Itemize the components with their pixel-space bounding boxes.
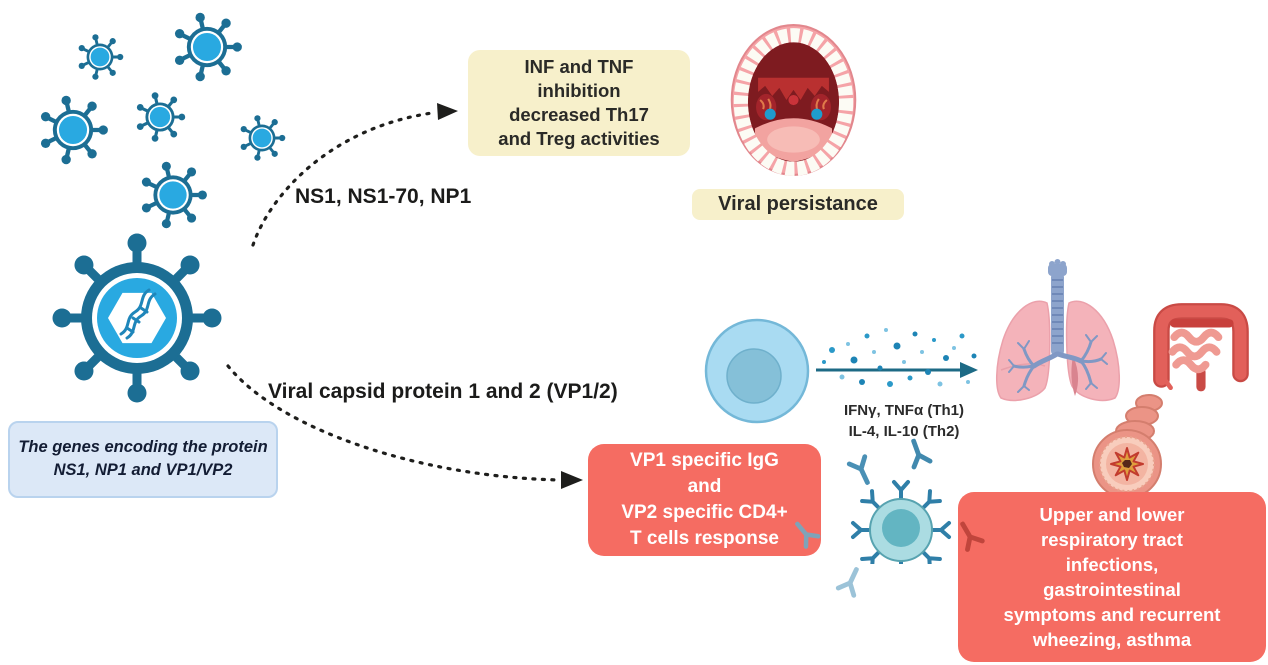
vp-pathway-arrow (226, 364, 562, 482)
lungs-icon (996, 259, 1120, 402)
dna-icon (119, 288, 157, 340)
arrowhead-icon (561, 471, 583, 489)
uvula (788, 94, 799, 106)
soft-palate (758, 77, 829, 100)
arrowhead-icon (437, 103, 458, 120)
tonsil (756, 93, 777, 121)
b-cell-icon (851, 480, 951, 564)
vp-response-box: VP1 specific IgG and VP2 specific CD4+ T… (588, 444, 821, 556)
bronchiole-icon (1092, 394, 1163, 499)
inf-tnf-box: INF and TNF inhibition decreased Th17 an… (468, 50, 690, 156)
teeth-ring (733, 28, 854, 176)
vp-pathway-label: Viral capsid protein 1 and 2 (VP1/2) (268, 380, 618, 403)
viral-persistence-label: Viral persistance (692, 189, 904, 220)
cytokines-label: IFNγ, TNFα (Th1) IL-4, IL-10 (Th2) (843, 402, 965, 440)
ns1-pathway-label: NS1, NS1-70, NP1 (295, 185, 472, 208)
tonsil (810, 93, 831, 121)
cytokine-arrow (816, 328, 978, 387)
ns1-pathway-arrow (251, 111, 434, 247)
small-intestine (1168, 328, 1223, 374)
virus-dot-icon (764, 108, 776, 120)
arrowhead-icon (960, 362, 978, 378)
t-helper-cell-icon (704, 318, 810, 424)
cytokine-dots-icon (822, 328, 977, 387)
genes-note-box: The genes encoding the protein NS1, NP1 … (8, 421, 278, 498)
outcomes-box: Upper and lower respiratory tract infect… (958, 492, 1266, 662)
mouth-tonsils-icon (730, 24, 857, 176)
bronchi (1008, 334, 1108, 393)
intestine-icon (1153, 303, 1249, 392)
large-virus-icon (52, 233, 222, 403)
virus-dot-icon (811, 108, 823, 120)
